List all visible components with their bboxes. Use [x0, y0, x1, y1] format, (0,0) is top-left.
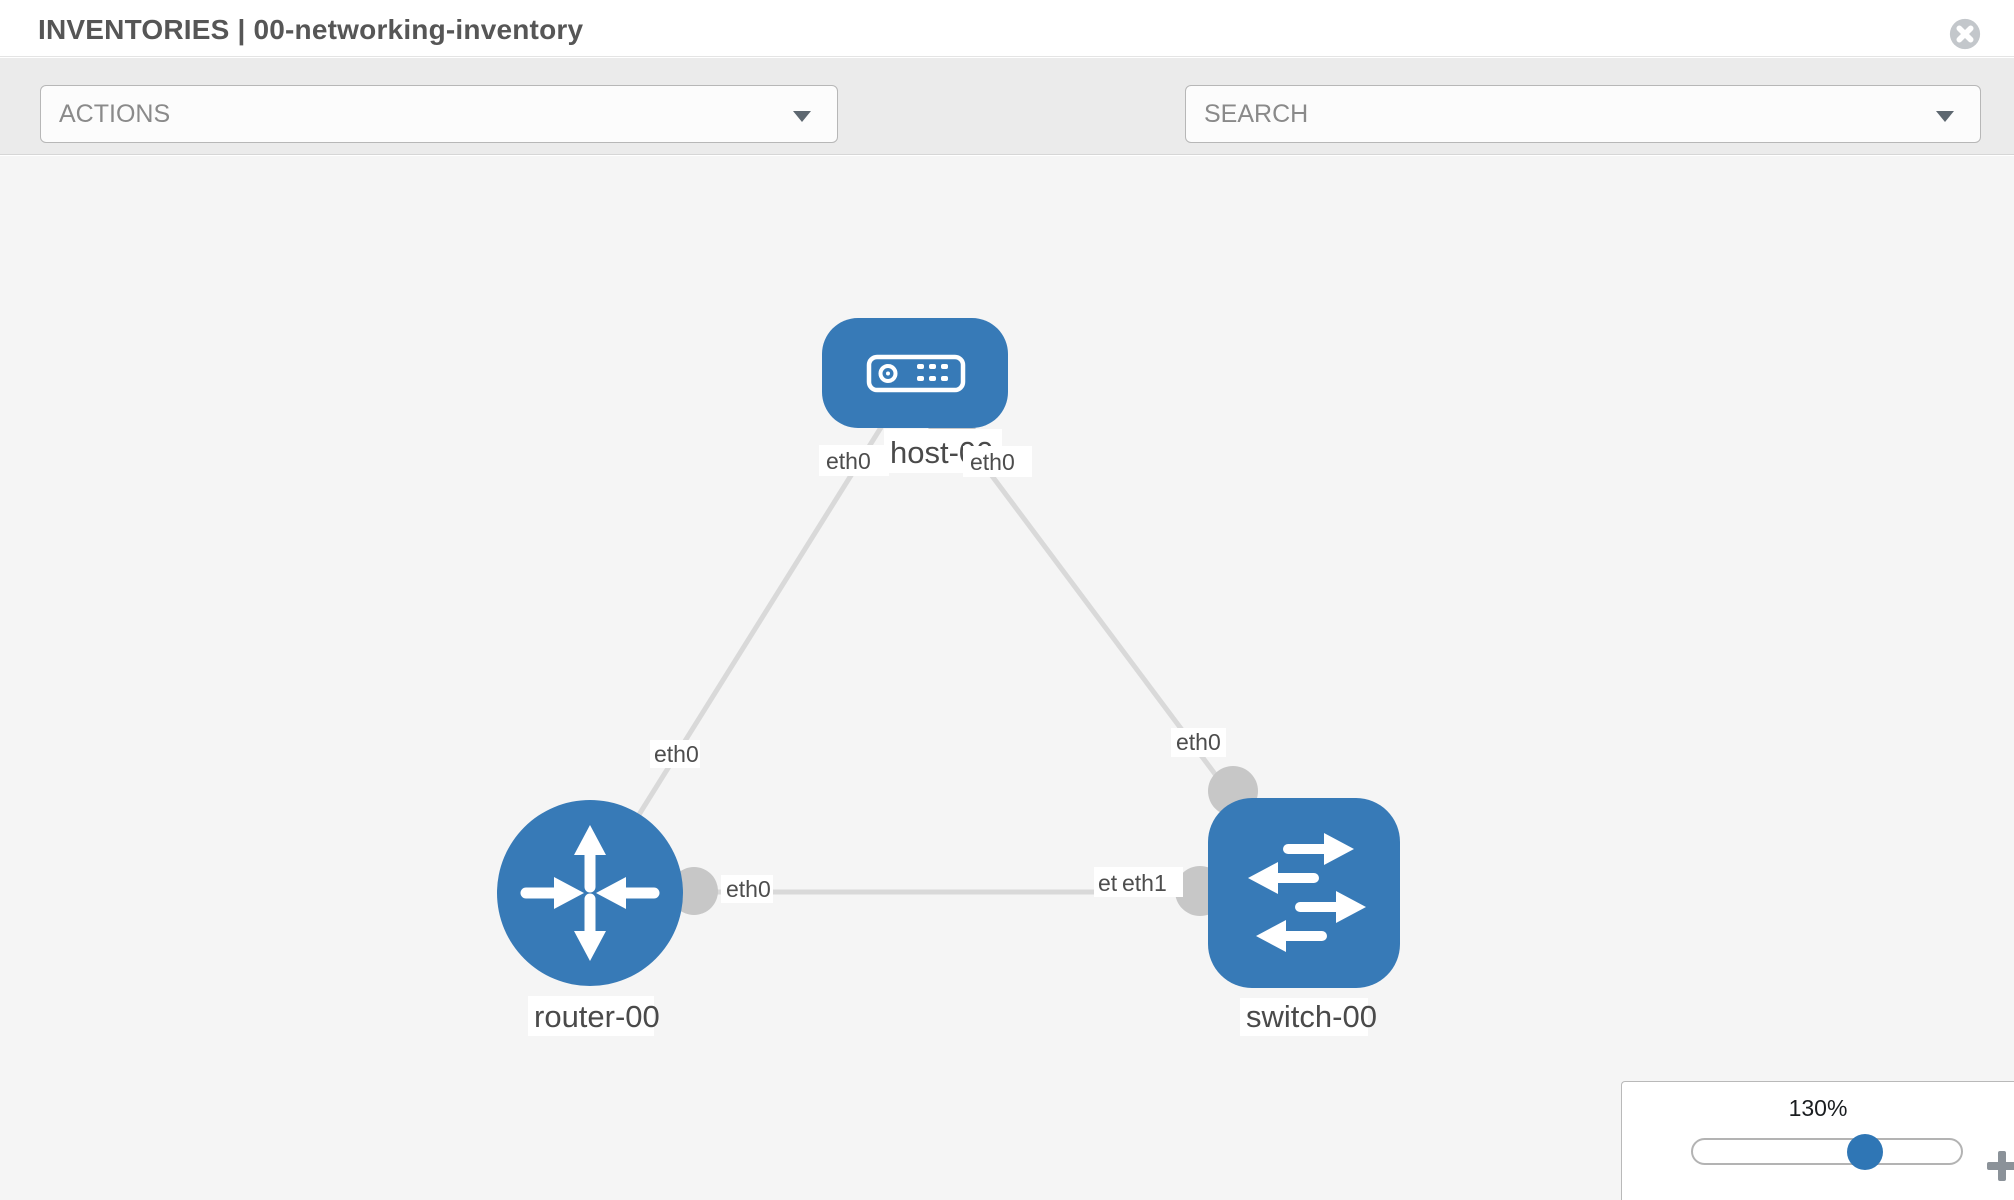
svg-text:eth0: eth0: [654, 741, 699, 767]
page-header: INVENTORIES | 00-networking-inventory: [0, 0, 2014, 57]
interface-label-host-eth0-left: eth0: [819, 445, 889, 476]
interface-label-host-eth0-right: eth0: [963, 446, 1032, 477]
interface-label-switch-eth1: eth1: [1117, 867, 1183, 897]
actions-dropdown-label: ACTIONS: [59, 100, 171, 128]
search-dropdown[interactable]: SEARCH: [1185, 85, 1981, 143]
svg-text:router-00: router-00: [534, 999, 660, 1034]
close-icon: [1948, 18, 1982, 54]
svg-text:switch-00: switch-00: [1246, 999, 1377, 1034]
actions-dropdown[interactable]: ACTIONS: [40, 85, 838, 143]
svg-text:eth0: eth0: [826, 448, 871, 474]
topology-canvas[interactable]: eth0 host-00 eth0 eth0 eth0 router-00: [0, 156, 2014, 1200]
zoom-in-button[interactable]: [1972, 1136, 2002, 1166]
node-host-00[interactable]: [822, 318, 1008, 428]
interface-label-router-eth0-right: eth0: [721, 875, 773, 903]
svg-text:eth0: eth0: [726, 876, 771, 902]
node-label-switch-00: switch-00: [1240, 998, 1377, 1036]
zoom-out-button[interactable]: [1648, 1140, 1678, 1164]
zoom-slider[interactable]: [1691, 1134, 1963, 1170]
page-title: INVENTORIES | 00-networking-inventory: [38, 14, 584, 45]
node-router-00[interactable]: [497, 800, 683, 986]
close-button[interactable]: [1948, 17, 1982, 51]
zoom-level: 130%: [1788, 1095, 1848, 1121]
topology-svg: eth0 host-00 eth0 eth0 eth0 router-00: [497, 318, 1400, 1036]
node-label-router-00: router-00: [528, 996, 660, 1036]
zoom-slider-thumb[interactable]: [1847, 1134, 1883, 1170]
svg-text:eth1: eth1: [1122, 870, 1167, 896]
toolbar: ACTIONS SEARCH: [0, 58, 2014, 195]
interface-label-switch-eth0-top: eth0: [1171, 728, 1226, 757]
host-icon: [866, 354, 966, 393]
zoom-panel: 130%: [1621, 1081, 2014, 1200]
svg-text:eth0: eth0: [1176, 729, 1221, 755]
node-switch-00[interactable]: [1208, 798, 1400, 988]
search-dropdown-label: SEARCH: [1204, 100, 1309, 128]
switch-icon: [1248, 833, 1366, 952]
router-icon: [520, 825, 660, 961]
chevron-down-icon: [1936, 111, 1954, 122]
svg-text:eth0: eth0: [970, 449, 1015, 475]
chevron-down-icon: [793, 111, 811, 122]
interface-label-router-eth0-upper: eth0: [650, 740, 700, 768]
